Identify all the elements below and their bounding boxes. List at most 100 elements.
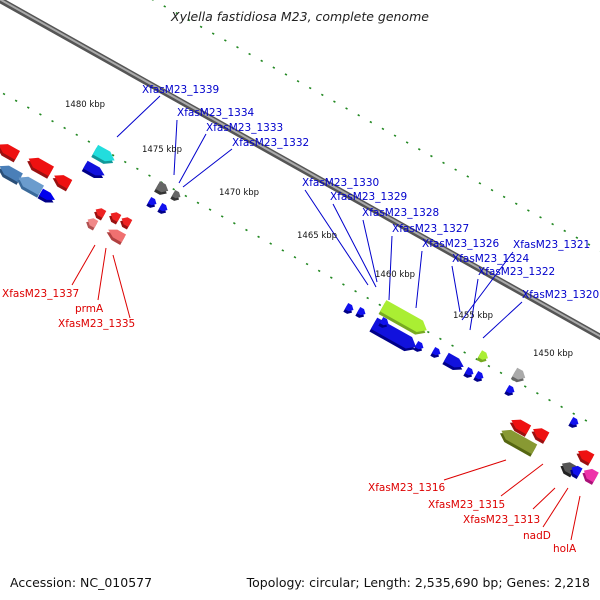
gene-arrow-body [569,416,579,426]
gene-arrow [413,340,424,352]
genome-summary-text: Topology: circular; Length: 2,535,690 bp… [246,575,590,590]
gene-arrow [442,352,464,370]
gene-label-forward: XfasM23_1334 [177,107,255,119]
tick-mark-outer [417,148,421,151]
tick-mark-inner [378,303,382,307]
map-title: Xylella fastidiosa M23, complete genome [171,9,429,24]
gene-label-reverse: XfasM23_1335 [58,318,135,330]
tick-mark-outer [454,168,457,171]
tick-mark-inner [572,412,576,415]
tick-mark-inner [2,92,6,96]
tick-mark-outer [187,18,191,22]
gene-label-forward: XfasM23_1322 [478,266,555,278]
tick-mark-outer [260,59,264,63]
gene-arrow-body [83,160,105,176]
gene-label-forward: XfasM23_1332 [232,137,309,149]
gene-arrow [510,367,526,383]
leader-line [362,219,378,283]
gene-arrow-body [0,144,21,160]
gene-arrow [0,165,23,185]
tick-mark-inner [26,106,30,109]
tick-mark-outer [175,12,179,15]
gene-arrow-body [533,428,550,442]
tick-mark-inner [463,351,466,354]
tick-mark-outer [527,209,530,212]
gene-label-forward: XfasM23_1328 [362,207,439,219]
gene-arrow-body [87,218,99,228]
leader-line [182,148,233,188]
leader-line [112,254,131,319]
tick-mark-outer [393,134,397,137]
kbp-label: 1450 kbp [533,349,573,359]
tick-mark-inner [51,119,54,123]
gene-label-reverse: nadD [523,530,551,542]
gene-arrow-body [505,384,515,394]
tick-mark-outer [478,182,482,185]
tick-mark-outer [539,216,542,219]
gene-arrow-body [501,429,538,455]
leader-line [415,250,423,309]
kbp-label: 1455 kbp [453,311,493,321]
tick-mark-inner [269,242,273,245]
gene-arrow [343,302,354,314]
gene-arrow-body [95,208,107,218]
gene-label-forward: XfasM23_1326 [422,238,500,250]
gene-arrow [576,450,595,466]
gene-arrow-body [464,366,474,376]
gene-arrow [504,384,515,396]
tick-mark-inner [560,405,563,409]
gene-arrow-body [474,370,484,380]
tick-mark-inner [184,194,188,198]
gene-label-reverse: XfasM23_1315 [428,499,505,511]
gene-arrow [17,176,45,198]
gene-labels: XfasM23_1339XfasM23_1334XfasM23_1333Xfas… [2,84,599,555]
gene-label-forward: XfasM23_1329 [330,191,407,203]
gene-features [0,144,599,485]
gene-arrow [378,300,427,335]
gene-label-reverse: prmA [75,303,104,315]
kbp-label: 1475 kbp [142,145,182,155]
tick-mark-outer [248,52,251,56]
tick-mark-outer [430,154,433,158]
tick-mark-outer [405,141,409,144]
tick-mark-inner [220,215,224,218]
gene-label-forward: XfasM23_1320 [522,289,599,301]
gene-arrow [568,416,579,428]
accession-text: Accession: NC_010577 [10,575,153,590]
gene-label-forward: XfasM23_1330 [302,177,379,189]
gene-arrow [582,468,599,485]
tick-mark-outer [236,46,239,49]
gene-arrow [86,218,99,231]
tick-mark-outer [466,175,470,178]
tick-mark-inner [329,276,333,279]
leader-line [451,265,461,313]
gene-arrow [0,144,21,163]
leader-line [570,495,581,541]
tick-mark-inner [366,296,370,300]
tick-mark-inner [548,398,551,402]
gene-arrow [378,316,389,328]
tick-mark-outer [284,73,288,76]
gene-label-reverse: XfasM23_1313 [463,514,540,526]
kbp-label: 1480 kbp [65,100,105,110]
tick-mark-inner [439,337,442,341]
tick-mark-inner [281,249,285,252]
tick-mark-inner [257,235,260,239]
tick-mark-outer [272,66,276,69]
gene-arrow-body [18,176,45,196]
gene-arrow-body [583,468,599,483]
tick-mark-inner [584,419,588,422]
tick-mark-inner [536,392,539,395]
gene-arrow-body [478,350,488,360]
backbone-highlight [0,0,600,338]
gene-arrow-body [147,196,157,206]
gene-arrow [120,217,133,230]
tick-mark-outer [223,39,227,42]
tick-mark-outer [490,188,494,192]
leader-line [116,95,161,138]
tick-mark-inner [196,201,200,205]
gene-arrow-body [511,419,532,435]
gene-label-forward: XfasM23_1333 [206,122,283,134]
gene-arrow [473,370,484,382]
